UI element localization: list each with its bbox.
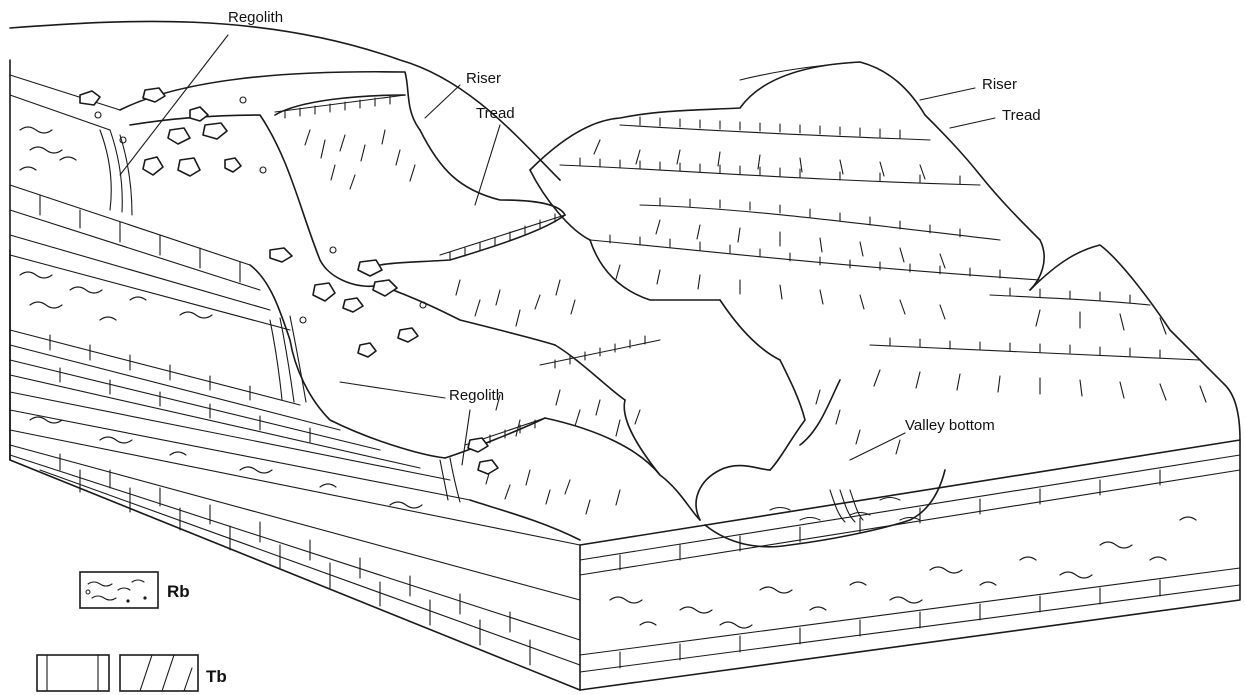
label-riser-right: Riser [982,76,1017,93]
right-face-strata [580,455,1240,672]
label-riser-left: Riser [466,70,501,87]
label-tread-left: Tread [476,105,515,122]
label-regolith-top: Regolith [228,9,283,26]
label-regolith-mid: Regolith [449,387,504,404]
legend: Rb Tb [37,572,227,691]
legend-item-rb: Rb [80,572,190,608]
label-tread-right: Tread [1002,107,1041,124]
legend-label-rb: Rb [167,582,190,601]
right-hills [530,62,1240,547]
legend-label-tb: Tb [206,667,227,686]
label-valley-bottom: Valley bottom [905,417,995,434]
block-outline [10,21,1240,690]
legend-item-tb: Tb [37,655,227,691]
regolith-boulders [80,88,498,502]
